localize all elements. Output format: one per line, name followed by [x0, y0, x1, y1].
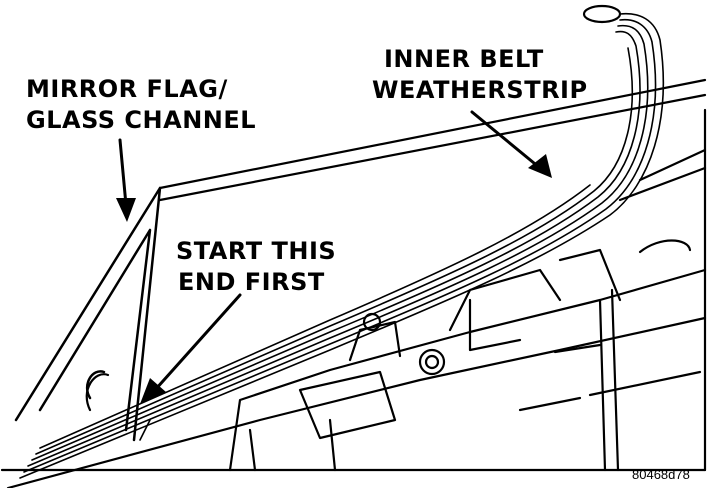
- label-mirror-flag-line1: MIRROR FLAG/: [26, 75, 228, 103]
- label-start-end-line1: START THIS: [176, 237, 337, 265]
- label-inner-belt-line2: WEATHERSTRIP: [372, 76, 588, 104]
- label-inner-belt: INNER BELT WEATHERSTRIP: [372, 44, 588, 106]
- arrow-inner-belt: [470, 110, 542, 170]
- label-mirror-flag: MIRROR FLAG/ GLASS CHANNEL: [26, 74, 256, 136]
- figure-code: 80468d78: [632, 467, 690, 482]
- arrow-mirror-flag: [118, 138, 128, 207]
- label-start-end-line2: END FIRST: [178, 268, 325, 296]
- door-panel: [0, 108, 707, 488]
- label-mirror-flag-line2: GLASS CHANNEL: [26, 106, 257, 134]
- window-glass: [158, 78, 707, 202]
- label-start-end: START THIS END FIRST: [176, 236, 336, 298]
- leader-arrows: [118, 110, 542, 392]
- label-inner-belt-line1: INNER BELT: [384, 45, 544, 73]
- inner-belt-weatherstrip: [19, 4, 665, 479]
- arrow-start-end: [153, 293, 242, 392]
